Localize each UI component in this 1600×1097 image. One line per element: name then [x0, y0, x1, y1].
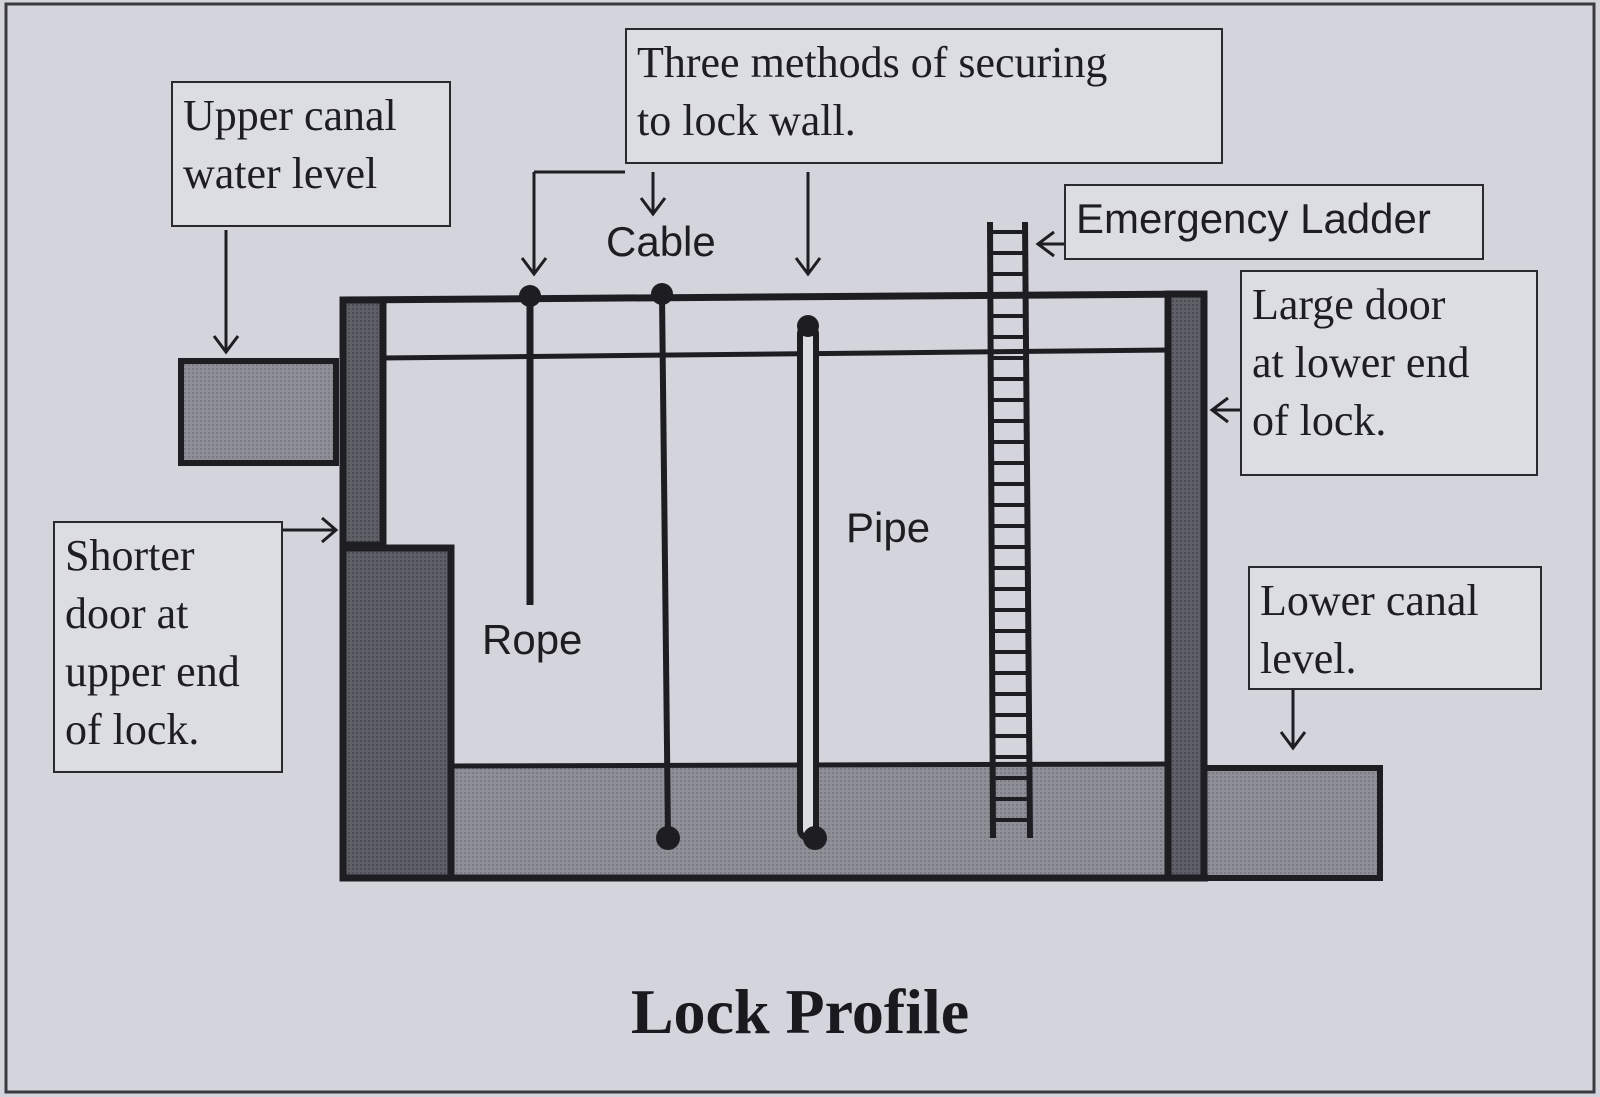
emergency-ladder-label: Emergency Ladder [1076, 195, 1431, 242]
figure-title: Lock Profile [630, 976, 970, 1047]
upper-canal-callout: Upper canal water level [171, 81, 451, 227]
upper-canal-line-2: water level [183, 149, 378, 198]
cable-label: Cable [606, 218, 716, 265]
large-door-callout: Large door at lower end of lock. [1240, 270, 1538, 476]
upper-canal-water [178, 358, 339, 466]
lower-canal-callout: Lower canal level. [1248, 566, 1542, 690]
pipe-label: Pipe [846, 504, 931, 551]
lower-canal-water [1201, 765, 1383, 881]
lower-canal-line-1: Lower canal [1260, 576, 1479, 625]
emergency-ladder-callout: Emergency Ladder [1064, 184, 1484, 260]
pipe-top-dot [797, 315, 819, 337]
three-methods-line-2: to lock wall. [637, 96, 856, 145]
shorter-door-line-3: upper end [65, 647, 240, 696]
pipe-bottom-dot [803, 826, 827, 850]
large-door [1164, 290, 1208, 882]
rope-anchor-dot [519, 285, 541, 307]
chamber-top-line [339, 290, 1201, 304]
upper-gate-post [339, 296, 387, 549]
large-door-line-1: Large door [1252, 280, 1446, 329]
cable-anchor-dot [651, 283, 673, 305]
three-methods-callout: Three methods of securing to lock wall. [625, 28, 1223, 164]
shorter-door [339, 544, 455, 882]
shorter-door-line-4: of lock. [65, 705, 200, 754]
upper-canal-line-1: Upper canal [183, 91, 397, 140]
cable-bottom-dot [656, 826, 680, 850]
shorter-door-line-1: Shorter [65, 531, 195, 580]
figure-border [4, 2, 1596, 1094]
pipe-body [797, 323, 819, 841]
chamber-inner-top-line [379, 347, 1171, 361]
lower-canal-line-2: level. [1260, 634, 1357, 683]
shorter-door-line-2: door at [65, 589, 189, 638]
leader-lines [212, 170, 1307, 751]
three-methods-line-1: Three methods of securing [637, 38, 1108, 87]
rope-label: Rope [482, 616, 583, 663]
large-door-line-2: at lower end [1252, 338, 1470, 387]
large-door-line-3: of lock. [1252, 396, 1387, 445]
cable-line [659, 293, 671, 839]
emergency-ladder [987, 221, 1033, 839]
shorter-door-callout: Shorter door at upper end of lock. [53, 521, 283, 773]
